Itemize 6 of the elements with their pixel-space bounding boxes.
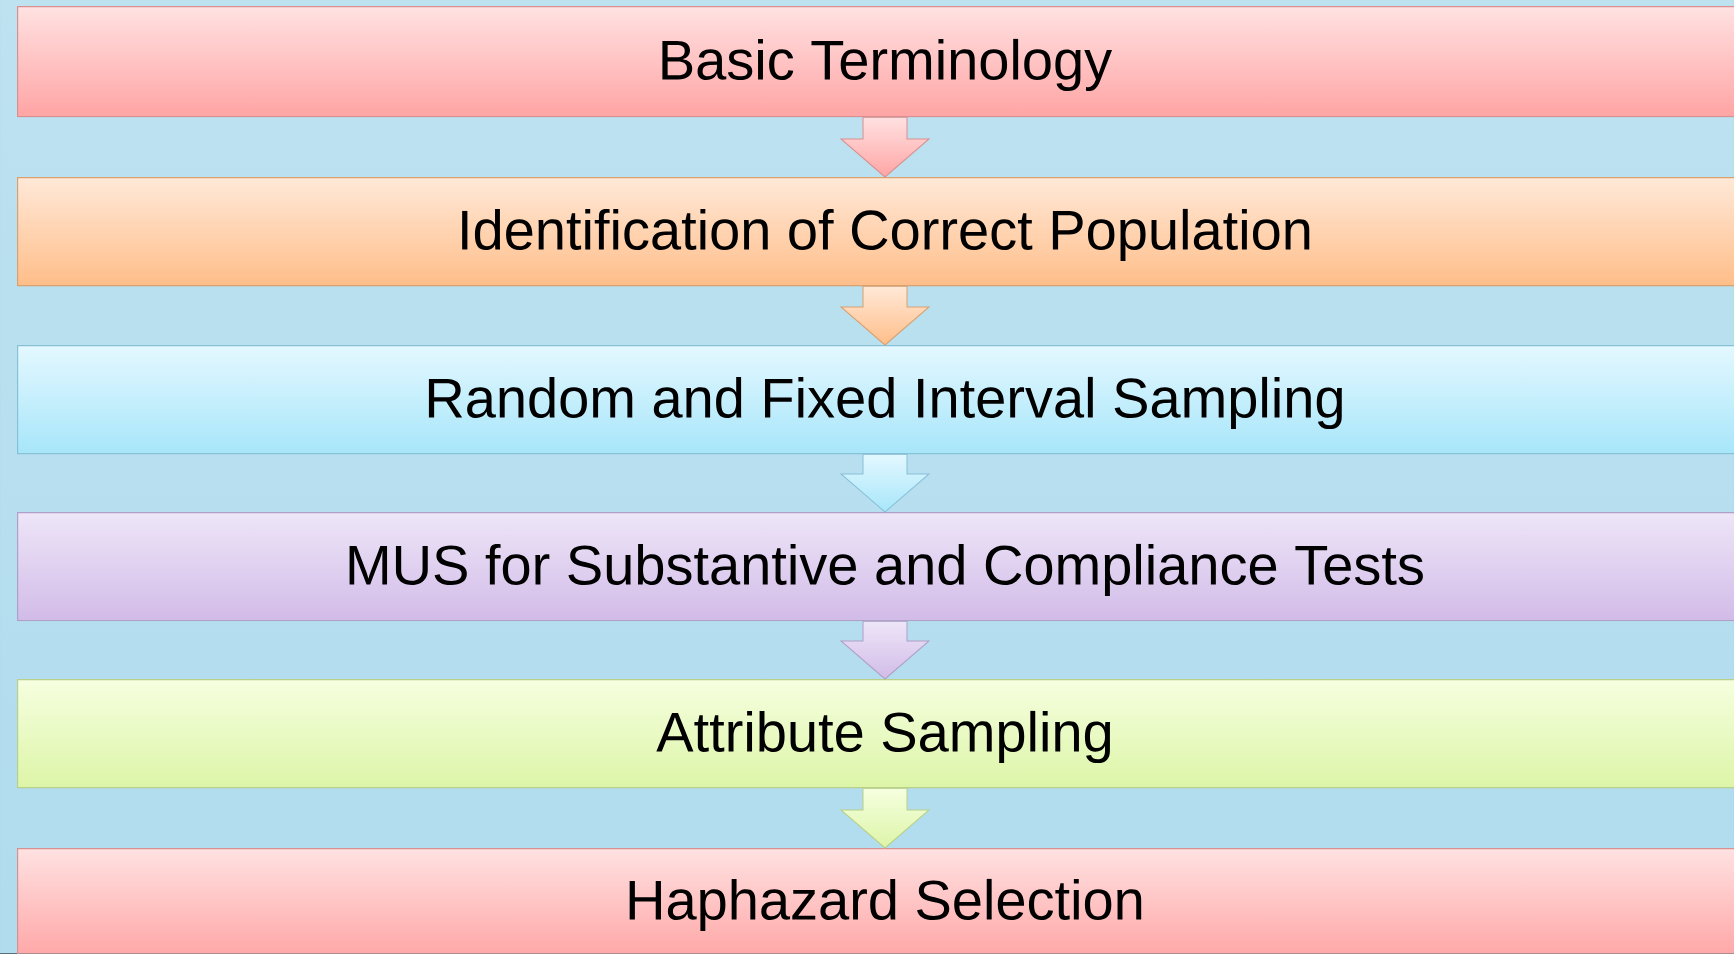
step-box: MUS for Substantive and Compliance Tests <box>17 512 1734 622</box>
step-box: Haphazard Selection <box>17 848 1734 954</box>
step-box: Identification of Correct Population <box>17 177 1734 287</box>
step-box: Random and Fixed Interval Sampling <box>17 345 1734 455</box>
step-box: Attribute Sampling <box>17 679 1734 789</box>
step-box: Basic Terminology <box>17 6 1734 118</box>
